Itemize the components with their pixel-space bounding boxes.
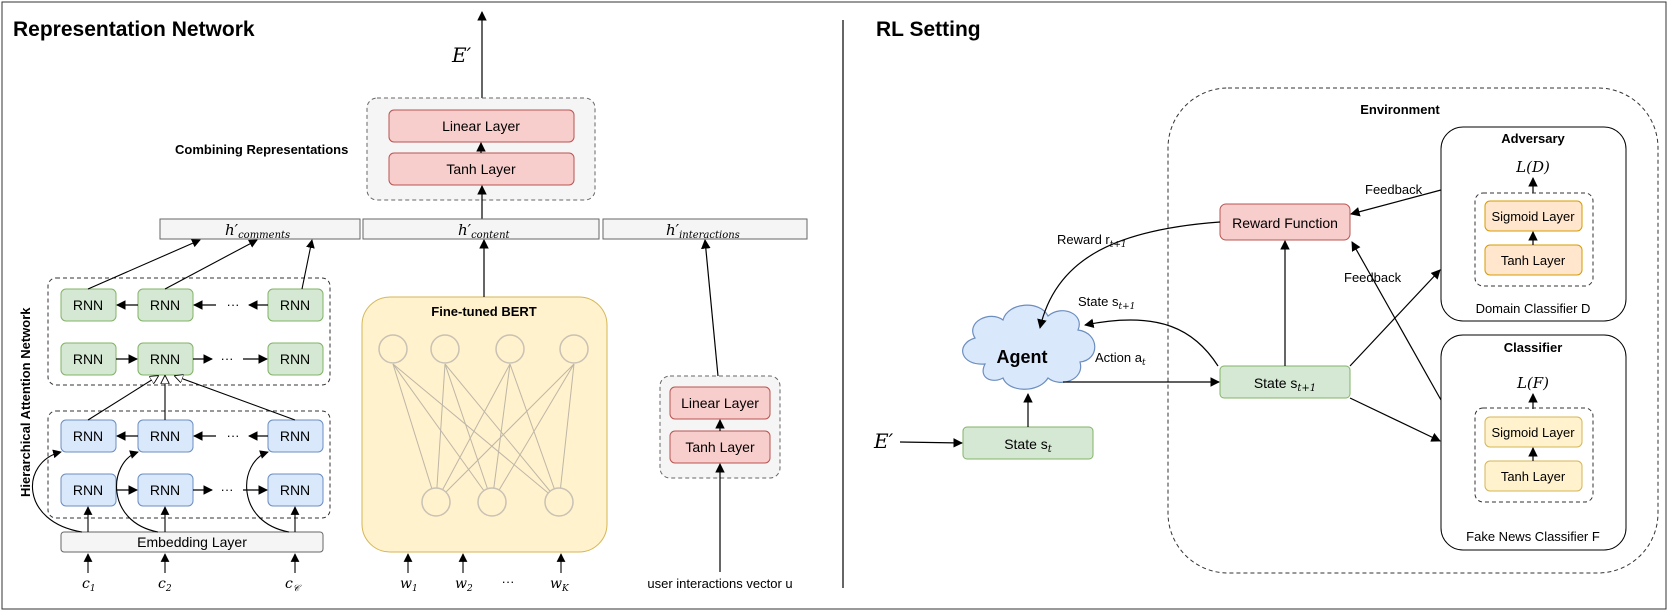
- svg-text:RNN: RNN: [73, 428, 103, 444]
- adversary-layers-group: [1474, 192, 1594, 287]
- h-comments-cell: [159, 218, 361, 240]
- classifier-tanh-label: Tanh Layer: [1501, 469, 1566, 484]
- adversary-feedback-arrow: [1350, 189, 1442, 217]
- sentence-to-comments-arrows: [87, 239, 315, 290]
- adversary-tanh-label: Tanh Layer: [1501, 253, 1566, 268]
- svg-text:RNN: RNN: [280, 351, 310, 367]
- combine-tanh-label: Tanh Layer: [446, 161, 516, 177]
- svg-text:RNN: RNN: [280, 297, 310, 313]
- svg-text:wK: wK: [550, 576, 570, 594]
- classifier-sigmoid-label: Sigmoid Layer: [1491, 425, 1575, 440]
- svg-text:···: ···: [502, 574, 515, 589]
- bert-label: Fine-tuned BERT: [431, 304, 536, 319]
- state-arrow-label: State st+1: [1078, 294, 1135, 312]
- fake-news-classifier-label: Fake News Classifier F: [1466, 529, 1600, 544]
- right-section-title: RL Setting: [876, 18, 981, 41]
- environment-boundary: [1167, 87, 1659, 574]
- embedding-layer-label: Embedding Layer: [137, 534, 247, 550]
- domain-classifier-label: Domain Classifier D: [1476, 301, 1591, 316]
- classifier-feedback-arrow: [1351, 241, 1442, 401]
- reward-to-agent-arrow: [1037, 221, 1221, 329]
- environment-label: Environment: [1360, 102, 1440, 117]
- svg-text:RNN: RNN: [150, 482, 180, 498]
- svg-text:RNN: RNN: [73, 297, 103, 313]
- agent-label: Agent: [997, 347, 1048, 367]
- green-rnn-row-1: RNN RNN ··· RNN: [60, 288, 324, 322]
- user-vector-label: user interactions vector u: [647, 576, 792, 591]
- svg-text:RNN: RNN: [150, 351, 180, 367]
- svg-text:RNN: RNN: [73, 482, 103, 498]
- state-to-classifier-arrow: [1349, 397, 1441, 442]
- user-tanh-label: Tanh Layer: [685, 439, 755, 455]
- comment-inputs: c1 c2 c𝒞: [82, 553, 302, 594]
- h-interactions-label: h′interactions: [666, 221, 740, 241]
- user-to-interactions-arrow: [701, 239, 719, 377]
- svg-text:RNN: RNN: [280, 482, 310, 498]
- user-linear-label: Linear Layer: [681, 395, 759, 411]
- left-section-title: Representation Network: [13, 18, 255, 41]
- green-rnn-row-2: RNN RNN ··· RNN: [60, 342, 324, 376]
- svg-text:···: ···: [221, 482, 234, 497]
- svg-text:w2: w2: [455, 576, 473, 594]
- svg-text:c1: c1: [82, 576, 96, 594]
- combine-linear-layer: [388, 109, 575, 143]
- han-label: Hierarchical Attention Network: [18, 307, 33, 497]
- reward-label: Reward rt+1: [1057, 232, 1127, 250]
- blue-rnn-row-1: RNN RNN ··· RNN: [60, 419, 324, 453]
- feedback-top-label: Feedback: [1365, 182, 1423, 197]
- svg-text:RNN: RNN: [150, 297, 180, 313]
- e-prime-to-state-arrow: [899, 438, 963, 448]
- svg-text:c2: c2: [158, 576, 172, 594]
- adversary-sigmoid-label: Sigmoid Layer: [1491, 209, 1575, 224]
- sentence-rnn-group: [47, 277, 331, 386]
- svg-text:RNN: RNN: [280, 428, 310, 444]
- svg-text:w1: w1: [400, 576, 418, 594]
- embedding-to-rnn-arrows: [31, 449, 300, 533]
- bert-network: [378, 334, 589, 517]
- adversary-label: Adversary: [1501, 131, 1565, 146]
- classifier-loss: L(F): [1516, 374, 1549, 392]
- word-to-sentence-arrows: [87, 376, 296, 421]
- svg-text:RNN: RNN: [150, 428, 180, 444]
- h-comments-label: h′comments: [225, 221, 290, 241]
- h-content-label: h′content: [458, 221, 511, 241]
- reward-function-label: Reward Function: [1232, 215, 1338, 231]
- h-content-cell: [362, 218, 600, 240]
- adversary-sigmoid-layer: [1484, 200, 1583, 232]
- agent-cloud: [962, 304, 1096, 390]
- left-e-prime: E′: [451, 43, 472, 67]
- combine-linear-label: Linear Layer: [442, 118, 520, 134]
- right-e-prime: E′: [873, 429, 894, 453]
- blue-rnn-row-2: RNN RNN ··· RNN: [60, 473, 324, 507]
- svg-text:···: ···: [227, 297, 240, 312]
- svg-text:···: ···: [227, 428, 240, 443]
- classifier-label: Classifier: [1504, 340, 1563, 355]
- combining-label: Combining Representations: [175, 142, 348, 157]
- word-rnn-group: [47, 410, 331, 519]
- svg-text:RNN: RNN: [73, 351, 103, 367]
- classifier-sigmoid-layer: [1484, 416, 1583, 448]
- action-label: Action at: [1095, 350, 1146, 368]
- state-t1-label: State st+1: [1254, 375, 1316, 394]
- user-linear-layer: [669, 386, 771, 420]
- word-inputs: w1 w2 ··· wK: [400, 553, 570, 594]
- state-t-label: State st: [1004, 436, 1053, 455]
- svg-text:···: ···: [221, 351, 234, 366]
- feedback-bottom-label: Feedback: [1344, 270, 1402, 285]
- classifier-layers-group: [1474, 407, 1594, 503]
- svg-text:c𝒞: c𝒞: [285, 576, 302, 594]
- adversary-loss: L(D): [1515, 158, 1550, 176]
- state-feedback-to-agent-arrow: [1084, 318, 1219, 367]
- h-interactions-cell: [602, 218, 808, 240]
- embedding-layer: [60, 531, 324, 553]
